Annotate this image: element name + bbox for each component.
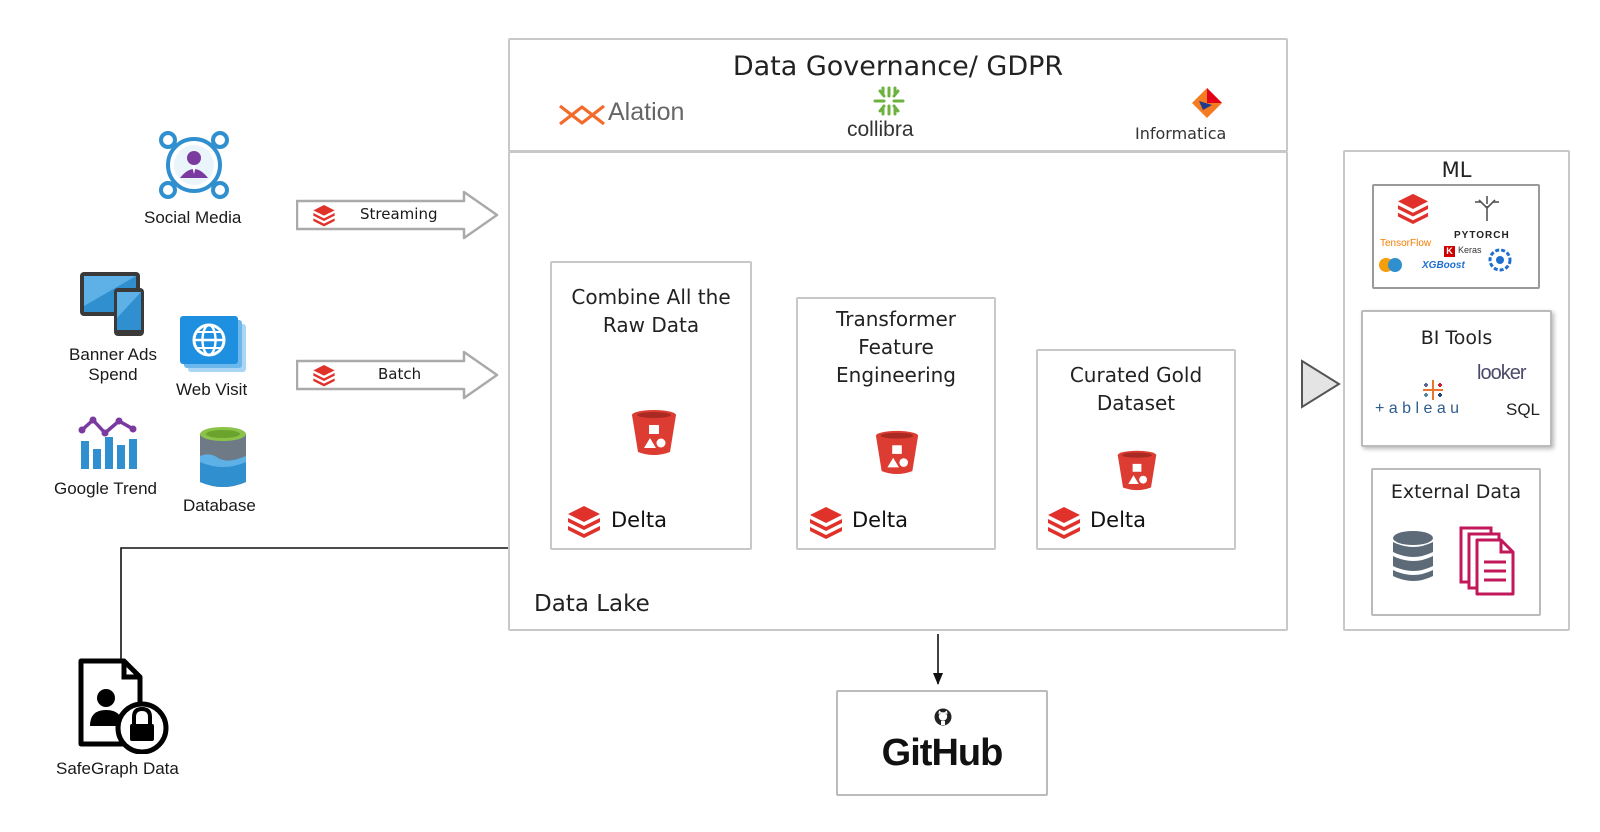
delta-lake-icon <box>810 507 842 539</box>
database-stack-icon <box>1393 531 1433 581</box>
external-data-title: External Data <box>1390 481 1522 503</box>
google-trend-label: Google Trend <box>54 479 158 498</box>
stage-raw-format: Delta <box>611 508 668 532</box>
streaming-ingest-arrow: Streaming <box>296 190 500 240</box>
xgboost-label: XGBoost <box>1422 260 1465 271</box>
stage-raw-data: Combine All the Raw Data Delta <box>550 261 752 550</box>
stage-curated-gold: Curated Gold Dataset Delta <box>1036 349 1236 550</box>
collibra-label: collibra <box>847 118 914 141</box>
social-media-icon <box>159 131 229 199</box>
bucket-icon <box>632 410 676 455</box>
devices-icon <box>80 272 144 336</box>
google-trend-icon <box>78 416 137 469</box>
batch-ingest-arrow: Batch <box>296 350 500 400</box>
documents-icon <box>1459 526 1515 596</box>
bucket-icon <box>1117 450 1157 491</box>
tree-icon <box>1475 196 1499 221</box>
web-visit-label: Web Visit <box>176 380 248 399</box>
stage-transform-title: Transformer Feature Engineering <box>835 307 956 387</box>
stage-gold-format: Delta <box>1090 508 1147 532</box>
social-media-label: Social Media <box>144 208 242 227</box>
bi-tools-box: BI Tools looker + a b l e a u SQL <box>1361 310 1552 447</box>
github-label: GitHub <box>881 732 1004 774</box>
informatica-label: Informatica <box>1135 124 1227 143</box>
collibra-logo-icon <box>873 86 905 116</box>
keras-icon: K <box>1444 246 1455 257</box>
stage-feature-engineering: Transformer Feature Engineering Delta <box>796 297 996 550</box>
delta-lake-icon <box>1397 193 1429 224</box>
output-triangle-arrow <box>1301 359 1341 409</box>
stage-raw-title: Combine All the Raw Data <box>571 285 731 337</box>
github-box: GitHub <box>836 690 1048 796</box>
safegraph-document-lock-icon <box>78 658 169 754</box>
informatica-logo-icon <box>1192 88 1222 118</box>
ml-tools-box: PYTORCH TensorFlow K Keras XGBoost <box>1372 184 1540 289</box>
banner-ads-label: Banner Ads Spend <box>69 345 157 384</box>
kubeflow-wheel-icon <box>1488 248 1512 272</box>
stage-gold-title: Curated Gold Dataset <box>1069 363 1203 415</box>
database-label: Database <box>183 496 256 515</box>
tableau-cross-icon <box>1423 380 1443 400</box>
governance-title: Data Governance/ GDPR <box>732 51 1064 82</box>
delta-lake-icon <box>313 365 335 387</box>
database-icon <box>200 427 246 487</box>
batch-label: Batch <box>378 365 422 383</box>
data-lake-label: Data Lake <box>534 591 650 617</box>
arrow-safegraph-to-lake <box>120 543 552 660</box>
bucket-icon <box>875 430 919 475</box>
ml-title: ML <box>1441 158 1472 182</box>
stage-transform-format: Delta <box>852 508 909 532</box>
looker-label: looker <box>1477 362 1526 384</box>
alation-label: Alation <box>608 98 685 126</box>
tensorflow-label: TensorFlow <box>1380 238 1432 249</box>
safegraph-label: SafeGraph Data <box>56 759 179 778</box>
delta-lake-icon <box>313 205 335 227</box>
bi-tools-title: BI Tools <box>1420 327 1493 349</box>
keras-label: Keras <box>1458 245 1482 255</box>
tableau-label: + a b l e a u <box>1375 400 1460 417</box>
ml-logo-small-icon <box>1379 258 1402 272</box>
delta-lake-icon <box>1048 507 1080 539</box>
governance-panel: Data Governance/ GDPR Alation collibra I… <box>508 38 1288 152</box>
sql-label: SQL <box>1506 400 1541 419</box>
streaming-label: Streaming <box>360 205 438 223</box>
github-octocat-icon <box>934 708 952 726</box>
pytorch-label: PYTORCH <box>1454 230 1510 241</box>
web-visit-icon <box>180 316 246 372</box>
alation-logo-icon <box>559 104 605 126</box>
external-data-box: External Data <box>1371 468 1541 616</box>
delta-lake-icon <box>568 506 600 538</box>
